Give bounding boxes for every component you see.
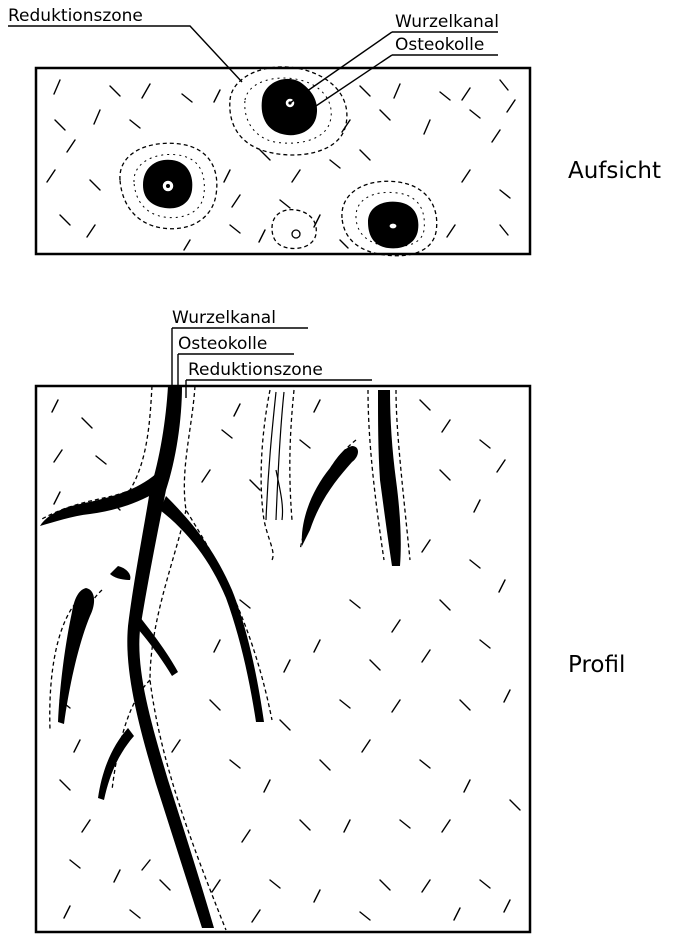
- label-reduktionszone-profile: Reduktionszone: [188, 360, 323, 380]
- label-osteokolle-profile: Osteokolle: [178, 334, 267, 354]
- profile-hatching: [52, 400, 520, 922]
- profile-reduction-zones: [40, 386, 410, 930]
- profile-view-panel: Wurzelkanal Osteokolle Reduktionszone Pr…: [36, 308, 625, 932]
- label-osteokolle-top: Osteokolle: [395, 35, 484, 55]
- profile-view-frame: [36, 386, 530, 932]
- top-view-panel: Reduktionszone Wurzelkanal Osteokolle Au…: [8, 6, 661, 256]
- label-reduktionszone-top: Reduktionszone: [8, 6, 143, 26]
- profile-empty-root-channel: [266, 392, 284, 520]
- label-profil: Profil: [568, 652, 625, 678]
- label-wurzelkanal-top: Wurzelkanal: [395, 12, 499, 32]
- label-wurzelkanal-profile: Wurzelkanal: [172, 308, 276, 328]
- top-osteokolle: [143, 79, 418, 248]
- profile-osteokolle: [40, 386, 401, 928]
- label-aufsicht: Aufsicht: [568, 158, 661, 184]
